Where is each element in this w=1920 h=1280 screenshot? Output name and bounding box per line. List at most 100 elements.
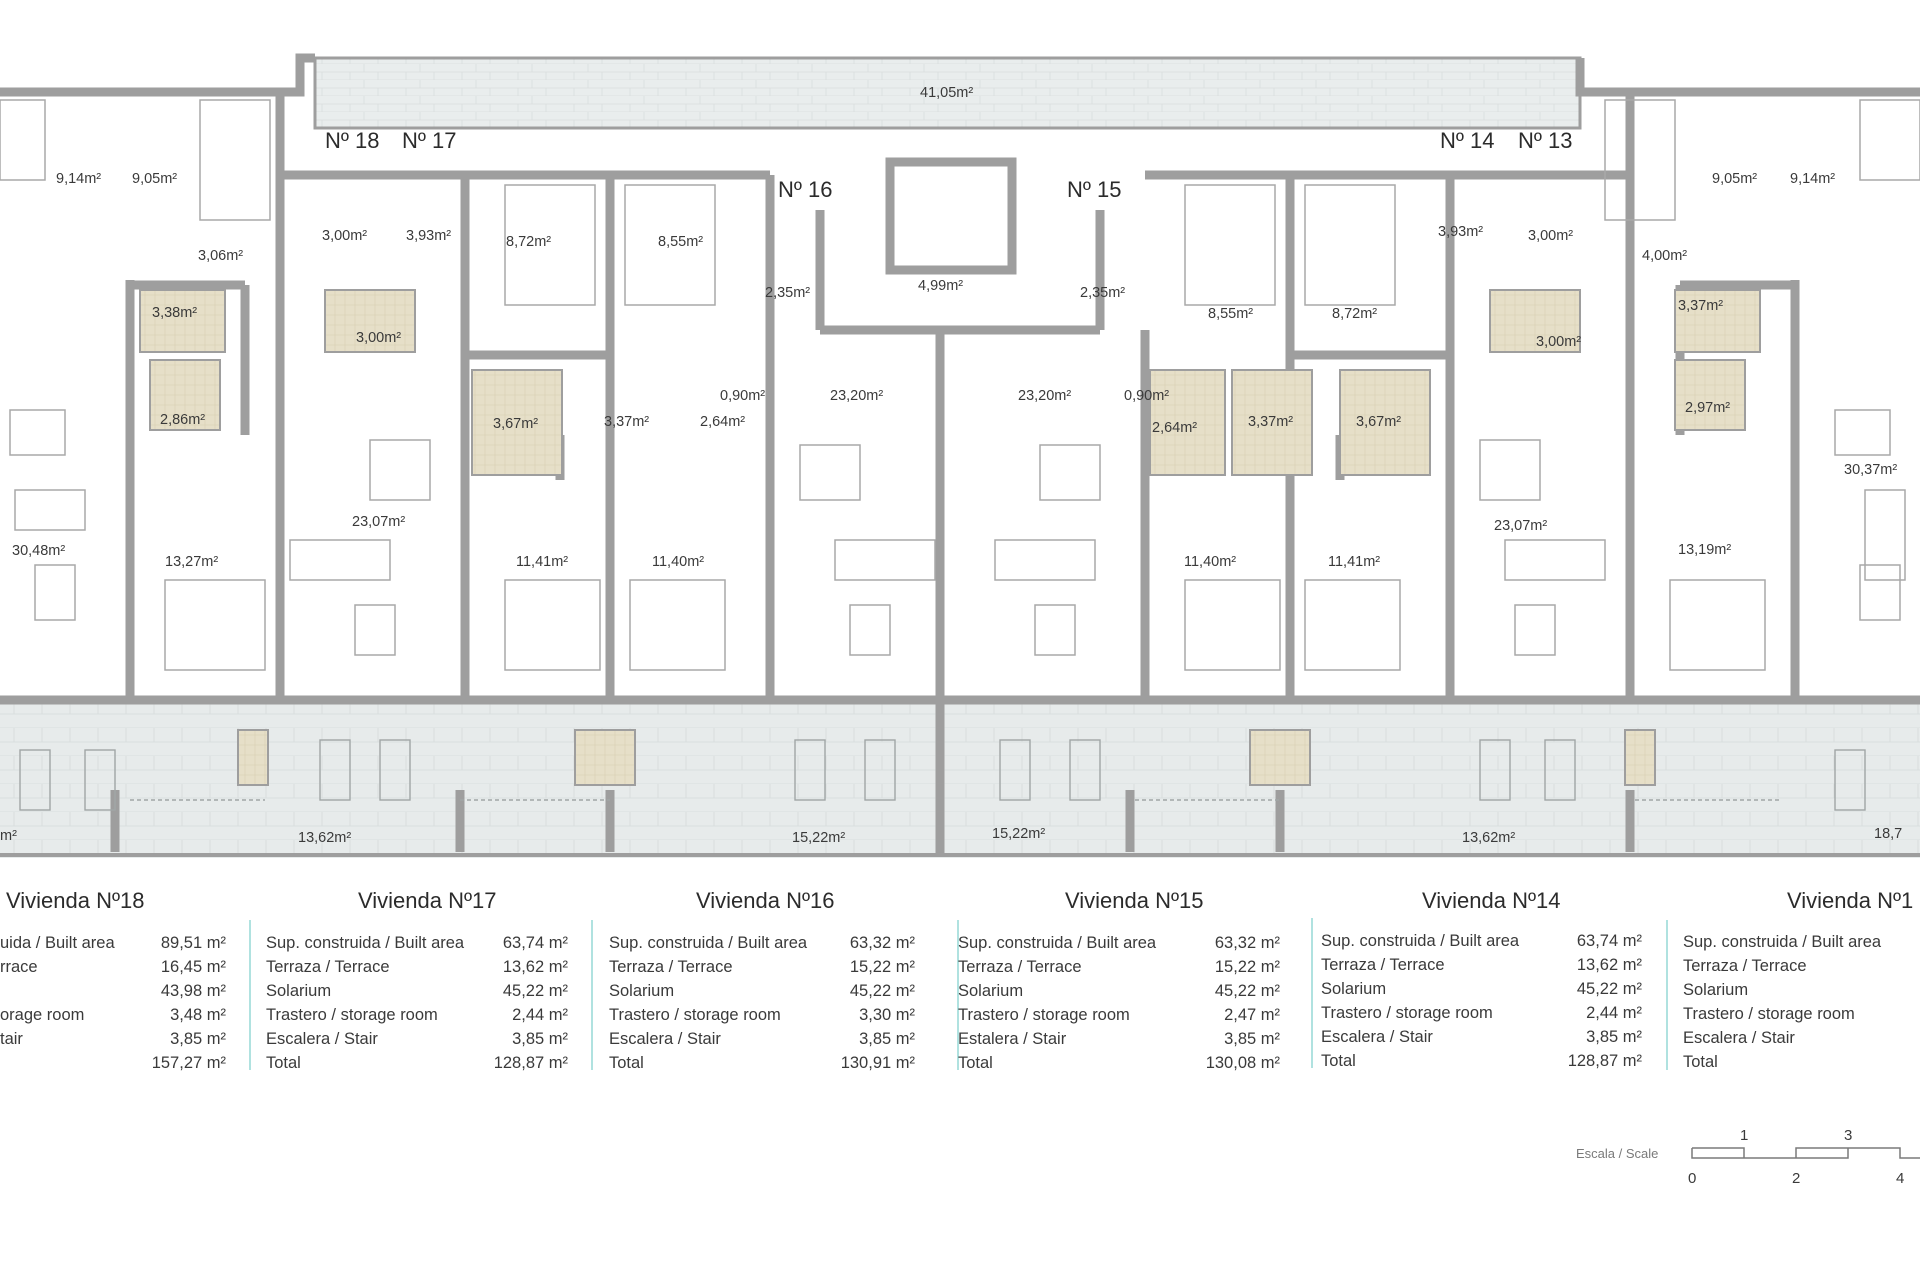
room-area: 23,07m² xyxy=(352,514,405,530)
schedule-title: Vivienda Nº16 xyxy=(696,888,835,913)
room-area: 11,40m² xyxy=(652,554,704,570)
room-area: 11,41m² xyxy=(516,554,568,570)
room-area: 3,06m² xyxy=(198,248,243,264)
room-area: 3,38m² xyxy=(152,305,197,321)
row-value: 3,48 m² xyxy=(170,1006,226,1024)
row-label: Terraza / Terrace xyxy=(1321,956,1445,974)
room-area: 3,93m² xyxy=(1438,224,1483,240)
schedule-vivienda-13: Vivienda Nº1 Sup. construida / Built are… xyxy=(1683,888,1913,1071)
unit-tag-18: Nº 18 xyxy=(325,128,380,153)
row-value: 3,85 m² xyxy=(1586,1028,1642,1046)
terrace-area: 13,62m² xyxy=(298,830,351,846)
schedule-vivienda-17: Vivienda Nº17 Sup. construida / Built ar… xyxy=(266,888,569,1072)
row-label: Estalera / Stair xyxy=(958,1030,1067,1048)
row-label: orage room xyxy=(0,1006,84,1024)
row-label: Solarium xyxy=(609,982,674,1000)
bathrooms xyxy=(139,289,1761,786)
furniture xyxy=(0,99,1920,671)
row-value: 13,62 m² xyxy=(1577,956,1643,974)
row-label: Sup. construida / Built area xyxy=(1321,932,1520,950)
scale-bar-graphic xyxy=(1691,1147,1920,1159)
schedule-title: Vivienda Nº1 xyxy=(1787,888,1913,913)
row-label: rrace xyxy=(0,958,38,976)
room-area: 3,00m² xyxy=(1528,228,1573,244)
room-area: 8,72m² xyxy=(506,234,551,250)
room-area: 0,90m² xyxy=(720,388,765,404)
row-label: Sup. construida / Built area xyxy=(266,934,465,952)
room-area: 4,99m² xyxy=(918,278,963,294)
terrace-area: 15,22m² xyxy=(992,826,1045,842)
row-value: 45,22 m² xyxy=(850,982,916,1000)
row-label: Trastero / storage room xyxy=(609,1006,781,1024)
room-area: 9,14m² xyxy=(1790,171,1835,187)
row-value: 3,85 m² xyxy=(512,1030,568,1048)
schedule-title: Vivienda Nº15 xyxy=(1065,888,1204,913)
row-label: Terraza / Terrace xyxy=(609,958,733,976)
room-area: 3,67m² xyxy=(493,416,538,432)
room-area: 4,00m² xyxy=(1642,248,1687,264)
row-label: Solarium xyxy=(1321,980,1386,998)
scale-tick: 2 xyxy=(1792,1170,1800,1187)
row-value: 13,62 m² xyxy=(503,958,569,976)
row-value: 16,45 m² xyxy=(161,958,227,976)
row-label: tair xyxy=(0,1030,23,1048)
row-value: 128,87 m² xyxy=(494,1054,569,1072)
row-label: Solarium xyxy=(958,982,1023,1000)
room-area: 30,48m² xyxy=(12,543,65,559)
row-value: 15,22 m² xyxy=(850,958,916,976)
room-area: 3,00m² xyxy=(1536,334,1581,350)
row-label: Sup. construida / Built area xyxy=(1683,933,1882,951)
schedule-title: Vivienda Nº17 xyxy=(358,888,497,913)
row-label: Total xyxy=(958,1054,993,1072)
room-area: 8,55m² xyxy=(658,234,703,250)
scale-bar: Escala / Scale 1 3 0 2 4 xyxy=(1576,1127,1920,1187)
room-area: 11,41m² xyxy=(1328,554,1380,570)
row-value: 130,91 m² xyxy=(841,1054,916,1072)
room-area: 3,93m² xyxy=(406,228,451,244)
row-value: 63,74 m² xyxy=(1577,932,1643,950)
row-label: uida / Built area xyxy=(0,934,115,952)
unit-tag-17: Nº 17 xyxy=(402,128,457,153)
room-area: 11,40m² xyxy=(1184,554,1236,570)
schedule-vivienda-16: Vivienda Nº16 Sup. construida / Built ar… xyxy=(609,888,916,1072)
row-value: 45,22 m² xyxy=(503,982,569,1000)
area-labels: 41,05m² 9,14m² 9,05m² 3,06m² 3,00m² 3,93… xyxy=(0,85,1902,846)
scale-tick: 4 xyxy=(1896,1170,1904,1187)
row-value: 3,30 m² xyxy=(859,1006,915,1024)
terrace-furniture xyxy=(19,739,1866,811)
solarium-top xyxy=(313,56,1582,130)
schedule-title: Vivienda Nº18 xyxy=(6,888,145,913)
row-label: Solarium xyxy=(266,982,331,1000)
scale-tick: 3 xyxy=(1844,1127,1852,1144)
row-label: Solarium xyxy=(1683,981,1748,999)
room-area: 0,90m² xyxy=(1124,388,1169,404)
room-area: 3,37m² xyxy=(1248,414,1293,430)
row-label: Sup. construida / Built area xyxy=(609,934,808,952)
unit-tag-16: Nº 16 xyxy=(778,177,833,202)
schedule-vivienda-14: Vivienda Nº14 Sup. construida / Built ar… xyxy=(1321,888,1643,1070)
row-value: 45,22 m² xyxy=(1577,980,1643,998)
row-value: 45,22 m² xyxy=(1215,982,1281,1000)
room-area: 23,07m² xyxy=(1494,518,1547,534)
solarium-area: 41,05m² xyxy=(920,85,973,101)
room-area: 2,64m² xyxy=(700,414,745,430)
schedule-title: Vivienda Nº14 xyxy=(1422,888,1561,913)
row-label: Escalera / Stair xyxy=(266,1030,378,1048)
row-label: Trastero / storage room xyxy=(1321,1004,1493,1022)
row-label: Trastero / storage room xyxy=(266,1006,438,1024)
row-value: 89,51 m² xyxy=(161,934,227,952)
row-label: Terraza / Terrace xyxy=(266,958,390,976)
row-label: Total xyxy=(1683,1053,1718,1071)
row-value: 3,85 m² xyxy=(1224,1030,1280,1048)
terrace-area: 13,62m² xyxy=(1462,830,1515,846)
row-value: 157,27 m² xyxy=(152,1054,227,1072)
scale-tick: 0 xyxy=(1688,1170,1696,1187)
room-area: 3,67m² xyxy=(1356,414,1401,430)
room-area: 9,05m² xyxy=(1712,171,1757,187)
room-area: 2,35m² xyxy=(1080,285,1125,301)
scale-tick: 1 xyxy=(1740,1127,1748,1144)
row-value: 3,85 m² xyxy=(170,1030,226,1048)
room-area: 3,00m² xyxy=(356,330,401,346)
row-value: 2,44 m² xyxy=(1586,1004,1642,1022)
room-area: 2,97m² xyxy=(1685,400,1730,416)
